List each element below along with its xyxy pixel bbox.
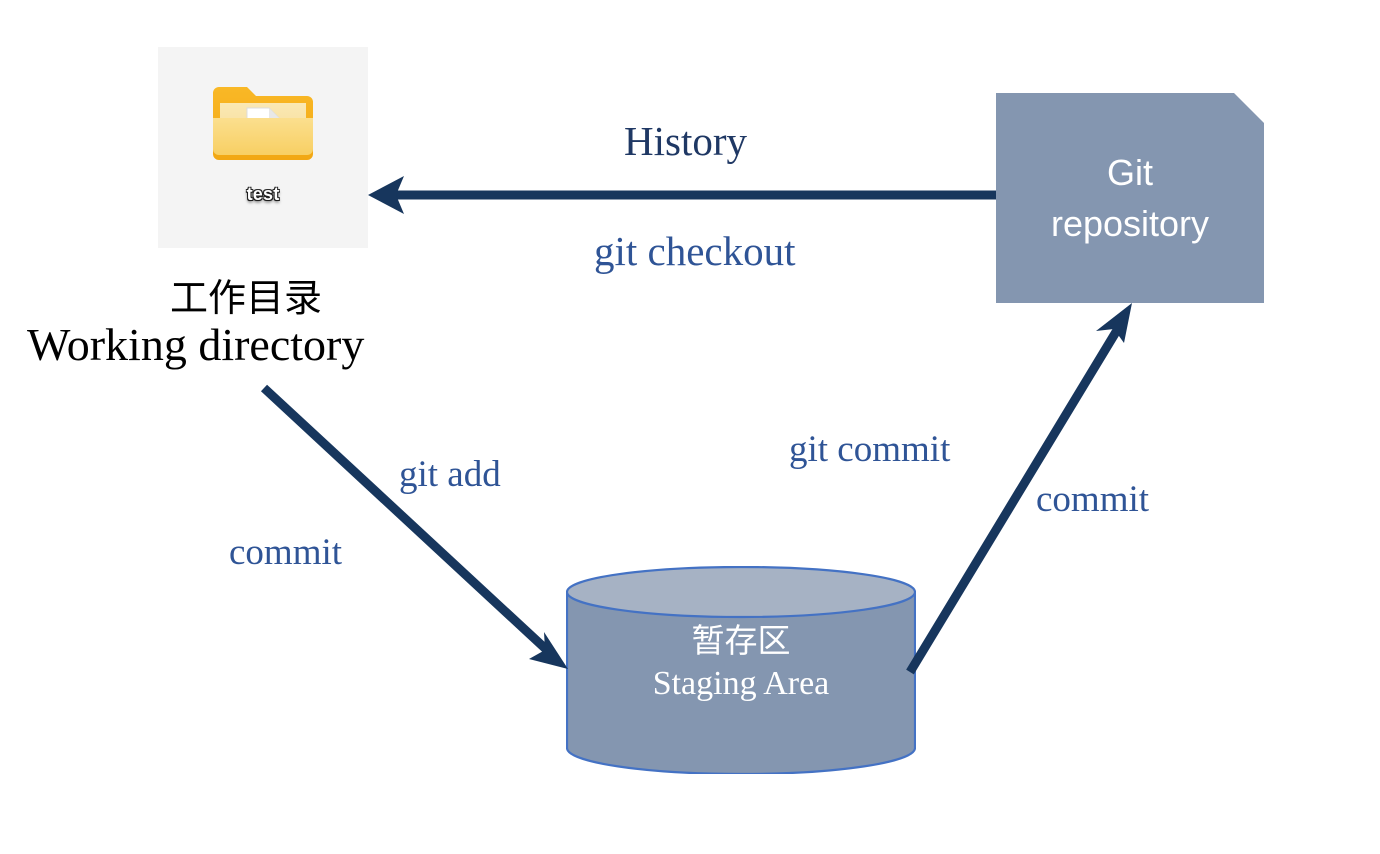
folder-icon: >_ xyxy=(209,77,317,173)
arrow-workdir-to-staging xyxy=(260,384,568,669)
git-repository-node[interactable]: Git repository xyxy=(996,93,1264,303)
edge-label-git-checkout: git checkout xyxy=(594,228,796,274)
folder-name-label: test xyxy=(246,184,280,204)
working-directory-thumbnail[interactable]: >_ test xyxy=(158,47,368,248)
git-repository-shape xyxy=(996,93,1264,303)
edge-label-git-commit: git commit xyxy=(789,429,951,470)
working-directory-label-en: Working directory xyxy=(27,319,365,370)
edge-label-commit-right: commit xyxy=(1036,479,1150,520)
cylinder-shape xyxy=(565,565,917,776)
arrow-repo-to-workdir xyxy=(368,176,996,214)
working-directory-label-cn: 工作目录 xyxy=(170,276,323,320)
edge-label-git-add: git add xyxy=(399,454,501,495)
staging-area-node[interactable]: 暂存区 Staging Area xyxy=(565,565,917,776)
edge-label-history: History xyxy=(624,118,747,164)
edge-label-commit-left: commit xyxy=(229,532,343,573)
